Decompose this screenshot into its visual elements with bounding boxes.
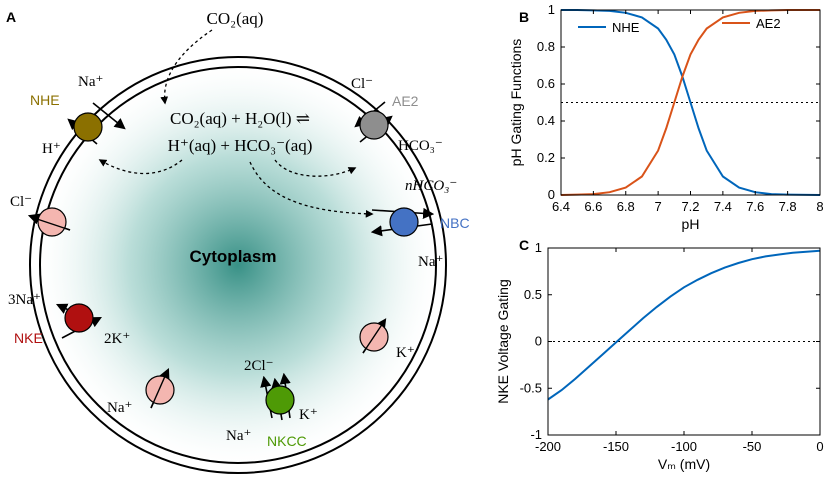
chart-c-y-tick-label: 1 — [535, 240, 542, 255]
cl-channel-circle — [37, 207, 67, 237]
ae2-hco3-label: HCO₃⁻ — [398, 138, 443, 154]
chart-b-y-tick-label: 0.6 — [537, 76, 555, 91]
chart-b-x-tick-label: 7 — [655, 199, 662, 214]
cl-channel-label: Cl⁻ — [10, 194, 32, 210]
nkcc-cotransporter: 2Cl⁻ K⁺ Na⁺ NKCC — [226, 358, 318, 449]
chart-c-x-axis-label: Vₘ (mV) — [658, 456, 710, 472]
membrane-outer — [29, 56, 447, 474]
chloride-channel: Cl⁻ — [10, 194, 71, 237]
chart-ph-gating: B 6.4 6.6 6.8 7 7.2 7.4 7.6 7.8 8 0 0.2 0.4 0.6 0.8 1 p… — [508, 2, 824, 232]
nbc-hco3-label: nHCO₃⁻ — [405, 178, 457, 194]
chart-c-x-tick-label: -50 — [743, 439, 762, 454]
chart-b-x-tick-label: 8 — [816, 199, 823, 214]
chart-b-y-tick-label: 0.2 — [537, 150, 555, 165]
nbc-transporter: NBC nHCO₃⁻ Na⁺ — [370, 178, 470, 270]
nhe-transporter: NHE Na⁺ H⁺ — [30, 74, 126, 157]
chart-b-x-axis-label: pH — [682, 216, 700, 232]
chart-c-y-tick-label: -0.5 — [520, 380, 542, 395]
potassium-channel: K⁺ — [359, 318, 415, 361]
nkcc-name: NKCC — [267, 433, 307, 449]
co2-source-label: CO₂(aq) — [207, 9, 264, 28]
chart-b-y-tick-label: 0 — [548, 187, 555, 202]
cell-diagram: A Cytoplasm CO₂(aq) CO₂(aq) + H₂O(l) ⇌ H… — [6, 9, 470, 474]
chart-c-x-tick-label: -200 — [535, 439, 561, 454]
chart-b-x-tick-label: 7.4 — [714, 199, 732, 214]
nhe-na-arrow — [92, 102, 126, 130]
nbc-na-label: Na⁺ — [418, 254, 443, 270]
proton-to-nhe-arrow — [98, 159, 183, 175]
chart-b-y-tick-label: 1 — [548, 2, 555, 17]
nkcc-na-label: Na⁺ — [226, 428, 251, 444]
nbc-name: NBC — [440, 215, 470, 231]
nhe-h-label: H⁺ — [42, 141, 61, 157]
ae2-transporter: AE2 Cl⁻ HCO₃⁻ — [351, 76, 443, 154]
chart-b-y-tick-label: 0.4 — [537, 113, 555, 128]
nhe-na-label: Na⁺ — [78, 74, 103, 90]
chart-b-x-tick-label: 6.4 — [552, 199, 570, 214]
panel-label-c: C — [519, 237, 529, 253]
chart-c-y-tick-label: 0 — [535, 334, 542, 349]
legend-label-ae2: AE2 — [756, 16, 781, 31]
bicarbonate-to-nbc-arrow — [249, 161, 374, 218]
ae2-name: AE2 — [392, 93, 419, 109]
chart-c-x-tick-label: 0 — [816, 439, 823, 454]
cl-channel-arrow-over — [33, 217, 71, 231]
panel-label-a: A — [6, 9, 16, 25]
na-channel-arrow-over — [150, 373, 167, 409]
sodium-channel: Na⁺ — [107, 367, 175, 416]
nkcc-k-label: K⁺ — [299, 407, 318, 423]
cytoplasm-label: Cytoplasm — [190, 247, 277, 266]
chart-b-x-tick-label: 6.6 — [584, 199, 602, 214]
nhe-name: NHE — [30, 92, 60, 108]
chart-nke-voltage: C -200 -150 -100 -50 0 -1 -0.5 0 0.5 1 Vₘ (mV) NKE … — [495, 237, 824, 472]
chart-b-x-tick-label: 6.8 — [617, 199, 635, 214]
chart-b-x-tick-label: 7.2 — [681, 199, 699, 214]
reaction-line-1: CO₂(aq) + H₂O(l) ⇌ — [170, 109, 310, 128]
na-channel-circle — [145, 375, 175, 405]
reaction-line-2: H⁺(aq) + HCO₃⁻(aq) — [168, 136, 313, 155]
nke-circle — [64, 303, 94, 333]
nbc-circle — [389, 207, 419, 237]
ae2-circle — [359, 110, 389, 140]
co2-diffusion-arrow — [160, 29, 213, 105]
nkcc-cl-label: 2Cl⁻ — [244, 358, 274, 374]
panel-label-b: B — [519, 9, 529, 25]
nhe-circle — [73, 112, 103, 142]
nkcc-circle — [265, 385, 295, 415]
chart-b-x-tick-label: 7.8 — [779, 199, 797, 214]
chart-c-y-tick-label: 0.5 — [524, 287, 542, 302]
chart-c-series-line-0 — [547, 249, 821, 401]
chart-c-y-axis-label: NKE Voltage Gating — [495, 279, 511, 404]
nke-pump: NKE 3Na⁺ 2K⁺ — [8, 292, 130, 347]
k-channel-label: K⁺ — [396, 345, 415, 361]
chart-b-x-tick-label: 7.6 — [746, 199, 764, 214]
cytoplasm — [39, 66, 437, 464]
nke-k-label: 2K⁺ — [104, 331, 130, 347]
chart-c-y-tick-label: -1 — [530, 427, 542, 442]
bicarbonate-to-ae2-arrow — [274, 159, 357, 177]
chart-b-y-axis-label: pH Gating Functions — [508, 39, 524, 167]
nke-name: NKE — [14, 330, 43, 346]
chart-b-y-tick-label: 0.8 — [537, 39, 555, 54]
chart-c-x-tick-label: -150 — [603, 439, 629, 454]
na-channel-label: Na⁺ — [107, 400, 132, 416]
chart-c-x-tick-label: -100 — [671, 439, 697, 454]
ae2-cl-label: Cl⁻ — [351, 76, 373, 92]
legend-label-nhe: NHE — [612, 20, 640, 35]
nke-na-label: 3Na⁺ — [8, 292, 41, 308]
k-channel-arrow-over — [362, 322, 384, 354]
